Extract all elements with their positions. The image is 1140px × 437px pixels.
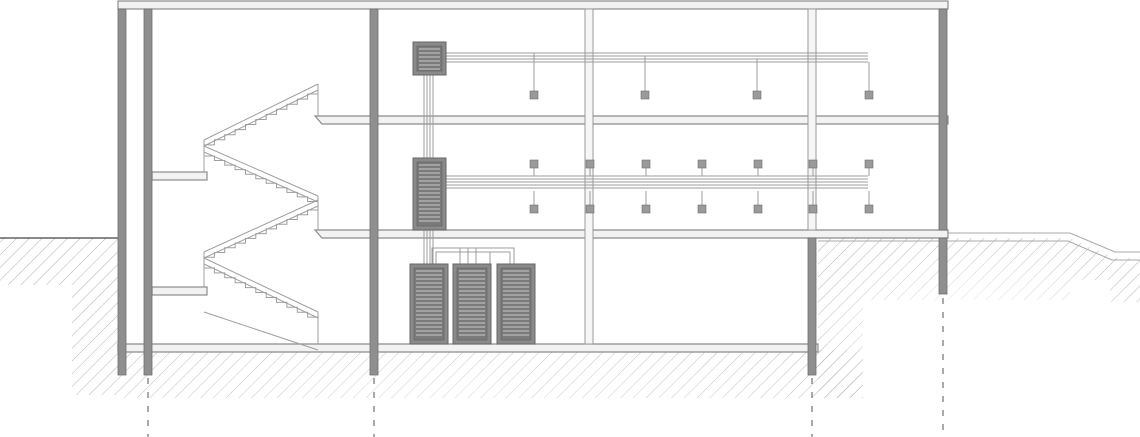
ground-hatch-icon — [0, 238, 1140, 437]
cable-runs — [423, 52, 870, 264]
outlet-node-icon — [864, 204, 874, 214]
stair-rail — [203, 257, 319, 313]
outlet-node-icon — [529, 159, 539, 169]
rack-icon — [409, 263, 449, 345]
rack-icon-panel — [500, 267, 532, 341]
cabinet-icon — [412, 157, 447, 231]
stair-bottom-rail — [203, 311, 319, 351]
outlet-node-icon — [641, 159, 651, 169]
outlet-node-icon — [640, 90, 650, 100]
stair-flight — [203, 257, 319, 322]
stair-rail-lower — [203, 151, 319, 203]
column-center — [369, 8, 379, 376]
column-inner-left — [143, 8, 153, 376]
foundation-axis-lines — [147, 298, 944, 437]
landing-lower — [151, 286, 208, 296]
outlet-node-icon — [697, 159, 707, 169]
landing-upper — [151, 171, 208, 181]
stair-flight — [203, 83, 319, 150]
column-right-foundation — [938, 237, 948, 295]
outlet-node-icon — [697, 204, 707, 214]
column-outer-left — [117, 8, 127, 376]
staircase-icon — [203, 83, 319, 351]
stair-steps — [204, 267, 319, 322]
cabinet-icon-panel — [416, 45, 443, 72]
outlet-node-icon — [808, 204, 818, 214]
stair-rail-lower — [203, 89, 319, 147]
stair-steps — [204, 155, 319, 206]
outlet-node-icon — [641, 204, 651, 214]
stair-posts — [203, 84, 319, 344]
stair-steps — [203, 209, 318, 262]
stair-flight — [203, 145, 319, 206]
cabinet-icon-panel — [416, 161, 443, 227]
outlet-node-icon — [585, 159, 595, 169]
rack-icon-panel — [456, 267, 488, 341]
outlet-node-icon — [808, 159, 818, 169]
network-equipment — [409, 41, 536, 345]
ground-floor-slab — [117, 343, 819, 353]
column-right-lower — [807, 237, 817, 376]
outlet-node-icon — [529, 90, 539, 100]
rack-icon-panel — [413, 267, 445, 341]
stair-rail-lower — [203, 263, 319, 319]
rack-icon — [496, 263, 536, 345]
outlet-node-icon — [529, 204, 539, 214]
outlet-node-icon — [864, 159, 874, 169]
cabinet-icon — [412, 41, 447, 76]
stair-steps — [203, 93, 318, 150]
outlet-node-icon — [753, 159, 763, 169]
outlet-nodes — [529, 90, 874, 214]
outlet-node-icon — [585, 204, 595, 214]
floor-slabs — [117, 0, 949, 353]
stair-rail — [203, 145, 319, 197]
wall-partition-b — [807, 8, 817, 231]
roof-slab — [117, 0, 949, 10]
rack-icon — [452, 263, 492, 345]
stair-rail — [203, 83, 319, 141]
outlet-node-icon — [864, 90, 874, 100]
stair-rail-lower — [203, 205, 319, 259]
column-right-upper — [938, 8, 948, 231]
rack-interconnect — [431, 247, 515, 264]
stair-rail — [203, 199, 319, 253]
first-floor-slab — [313, 229, 949, 239]
stair-flight — [203, 199, 319, 262]
second-floor-slab — [313, 115, 949, 125]
outlet-node-icon — [753, 204, 763, 214]
outlet-node-icon — [752, 90, 762, 100]
